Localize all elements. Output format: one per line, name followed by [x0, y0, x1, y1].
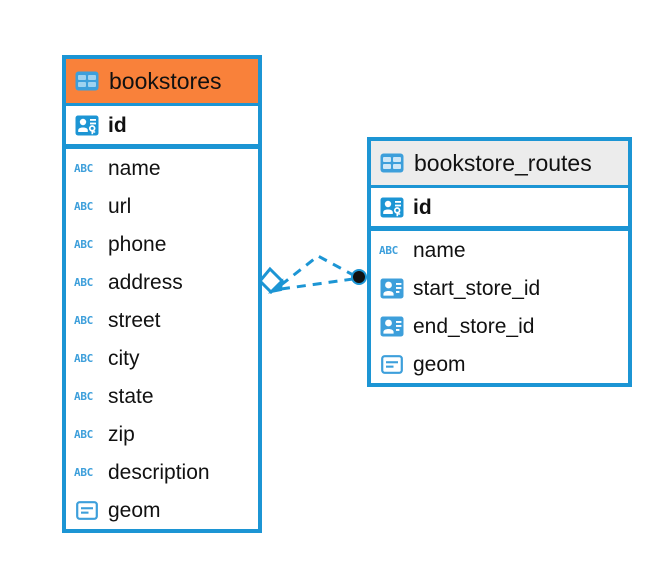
field-row-end-store-id[interactable]: end_store_id — [371, 307, 628, 345]
text-type-icon: ABC — [379, 243, 398, 257]
entity-bookstore-routes[interactable]: bookstore_routes id ABC — [367, 137, 632, 387]
table-icon — [379, 150, 405, 176]
relationship-line-upper — [280, 254, 356, 287]
text-type-icon: ABC — [74, 351, 93, 365]
field-label: city — [108, 346, 140, 370]
filled-circle-marker — [351, 269, 367, 285]
table-icon — [74, 68, 100, 94]
entity-title: bookstores — [109, 67, 222, 94]
field-label: phone — [108, 232, 167, 256]
foreign-key-icon — [379, 313, 405, 339]
field-label: state — [108, 384, 154, 408]
field-row-url[interactable]: ABC url — [66, 187, 258, 225]
field-label: address — [108, 270, 183, 294]
field-label: id — [413, 195, 432, 219]
entity-title: bookstore_routes — [414, 149, 592, 176]
field-row-city[interactable]: ABC city — [66, 339, 258, 377]
field-row-phone[interactable]: ABC phone — [66, 225, 258, 263]
entity-header-bookstores[interactable]: bookstores — [66, 59, 258, 103]
header-divider — [371, 185, 628, 188]
geometry-type-icon — [379, 351, 405, 377]
text-type-icon: ABC — [74, 161, 93, 175]
field-label: name — [413, 238, 466, 262]
diamond-marker — [257, 266, 285, 295]
field-row-street[interactable]: ABC street — [66, 301, 258, 339]
text-type-icon: ABC — [74, 199, 93, 213]
field-row-primary-key[interactable]: id — [66, 106, 258, 144]
field-label: zip — [108, 422, 135, 446]
field-row-zip[interactable]: ABC zip — [66, 415, 258, 453]
primary-key-divider — [66, 144, 258, 149]
text-type-icon: ABC — [74, 237, 93, 251]
field-label: url — [108, 194, 132, 218]
geometry-type-icon — [74, 497, 100, 523]
entity-header-bookstore-routes[interactable]: bookstore_routes — [371, 141, 628, 185]
field-label: end_store_id — [413, 314, 535, 338]
field-label: geom — [108, 498, 161, 522]
field-row-start-store-id[interactable]: start_store_id — [371, 269, 628, 307]
field-row-name[interactable]: ABC name — [66, 149, 258, 187]
field-list-bookstore-routes: ABC name start_store_id — [371, 231, 628, 383]
entity-bookstores[interactable]: bookstores id ABC — [62, 55, 262, 533]
field-row-address[interactable]: ABC address — [66, 263, 258, 301]
text-type-icon: ABC — [74, 275, 93, 289]
field-label: start_store_id — [413, 276, 541, 300]
field-label: street — [108, 308, 161, 332]
text-type-icon: ABC — [74, 389, 93, 403]
field-label: name — [108, 156, 161, 180]
field-row-state[interactable]: ABC state — [66, 377, 258, 415]
field-row-geom[interactable]: geom — [66, 491, 258, 529]
field-row-geom[interactable]: geom — [371, 345, 628, 383]
foreign-key-icon — [379, 275, 405, 301]
text-type-icon: ABC — [74, 465, 93, 479]
field-row-primary-key[interactable]: id — [371, 188, 628, 226]
field-label: geom — [413, 352, 466, 376]
header-divider — [66, 103, 258, 106]
text-type-icon: ABC — [74, 313, 93, 327]
text-type-icon: ABC — [74, 427, 93, 441]
primary-key-icon — [379, 194, 405, 220]
field-row-description[interactable]: ABC description — [66, 453, 258, 491]
relationship-line-lower — [280, 277, 354, 291]
field-list-bookstores: ABC name ABC url ABC phone ABC address A… — [66, 149, 258, 529]
primary-key-icon — [74, 112, 100, 138]
primary-key-divider — [371, 226, 628, 231]
field-label: description — [108, 460, 210, 484]
field-row-name[interactable]: ABC name — [371, 231, 628, 269]
field-label: id — [108, 113, 127, 137]
